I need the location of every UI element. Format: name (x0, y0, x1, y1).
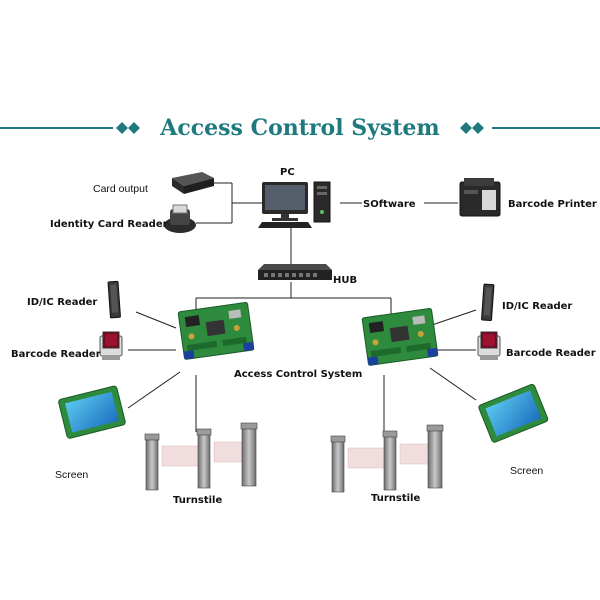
lcd-screen-icon-right (477, 383, 550, 444)
label-id-ic-reader-right: ID/IC Reader (502, 301, 572, 312)
title-diamonds-left (116, 122, 140, 134)
card-dispenser-icon (172, 172, 214, 194)
control-board-icon-left (177, 301, 255, 361)
title-diamonds-right (460, 122, 484, 134)
control-board-icon-right (361, 307, 439, 367)
barcode-reader-icon-left (99, 331, 123, 361)
turnstile-icon-left (144, 422, 258, 491)
label-screen-left: Screen (55, 469, 88, 481)
card-reader-icon-left (107, 280, 121, 319)
pc-icon (258, 181, 331, 228)
label-software: SOftware (363, 199, 416, 210)
label-id-ic-reader-left: ID/IC Reader (27, 297, 97, 308)
label-card-output: Card output (93, 183, 148, 195)
label-screen-right: Screen (510, 465, 543, 477)
label-hub: HUB (333, 275, 357, 286)
identity-reader-icon (164, 204, 196, 233)
hub-icon (258, 264, 332, 280)
label-barcode-reader-left: Barcode Reader (11, 349, 101, 360)
barcode-reader-icon-right (477, 331, 501, 361)
connection-wires (127, 182, 477, 432)
page-title: Access Control System (159, 115, 439, 141)
label-turnstile-right: Turnstile (371, 493, 420, 504)
lcd-screen-icon-left (57, 384, 127, 440)
label-access-control-system: Access Control System (234, 369, 362, 380)
label-identity-card-reader: Identity Card Reader (50, 219, 168, 230)
label-pc: PC (280, 167, 295, 178)
label-turnstile-left: Turnstile (173, 495, 222, 506)
printer-icon (459, 178, 501, 217)
card-reader-icon-right (480, 283, 495, 322)
turnstile-icon-right (330, 424, 444, 493)
label-barcode-reader-right: Barcode Reader (506, 348, 596, 359)
label-barcode-printer: Barcode Printer (508, 199, 597, 210)
